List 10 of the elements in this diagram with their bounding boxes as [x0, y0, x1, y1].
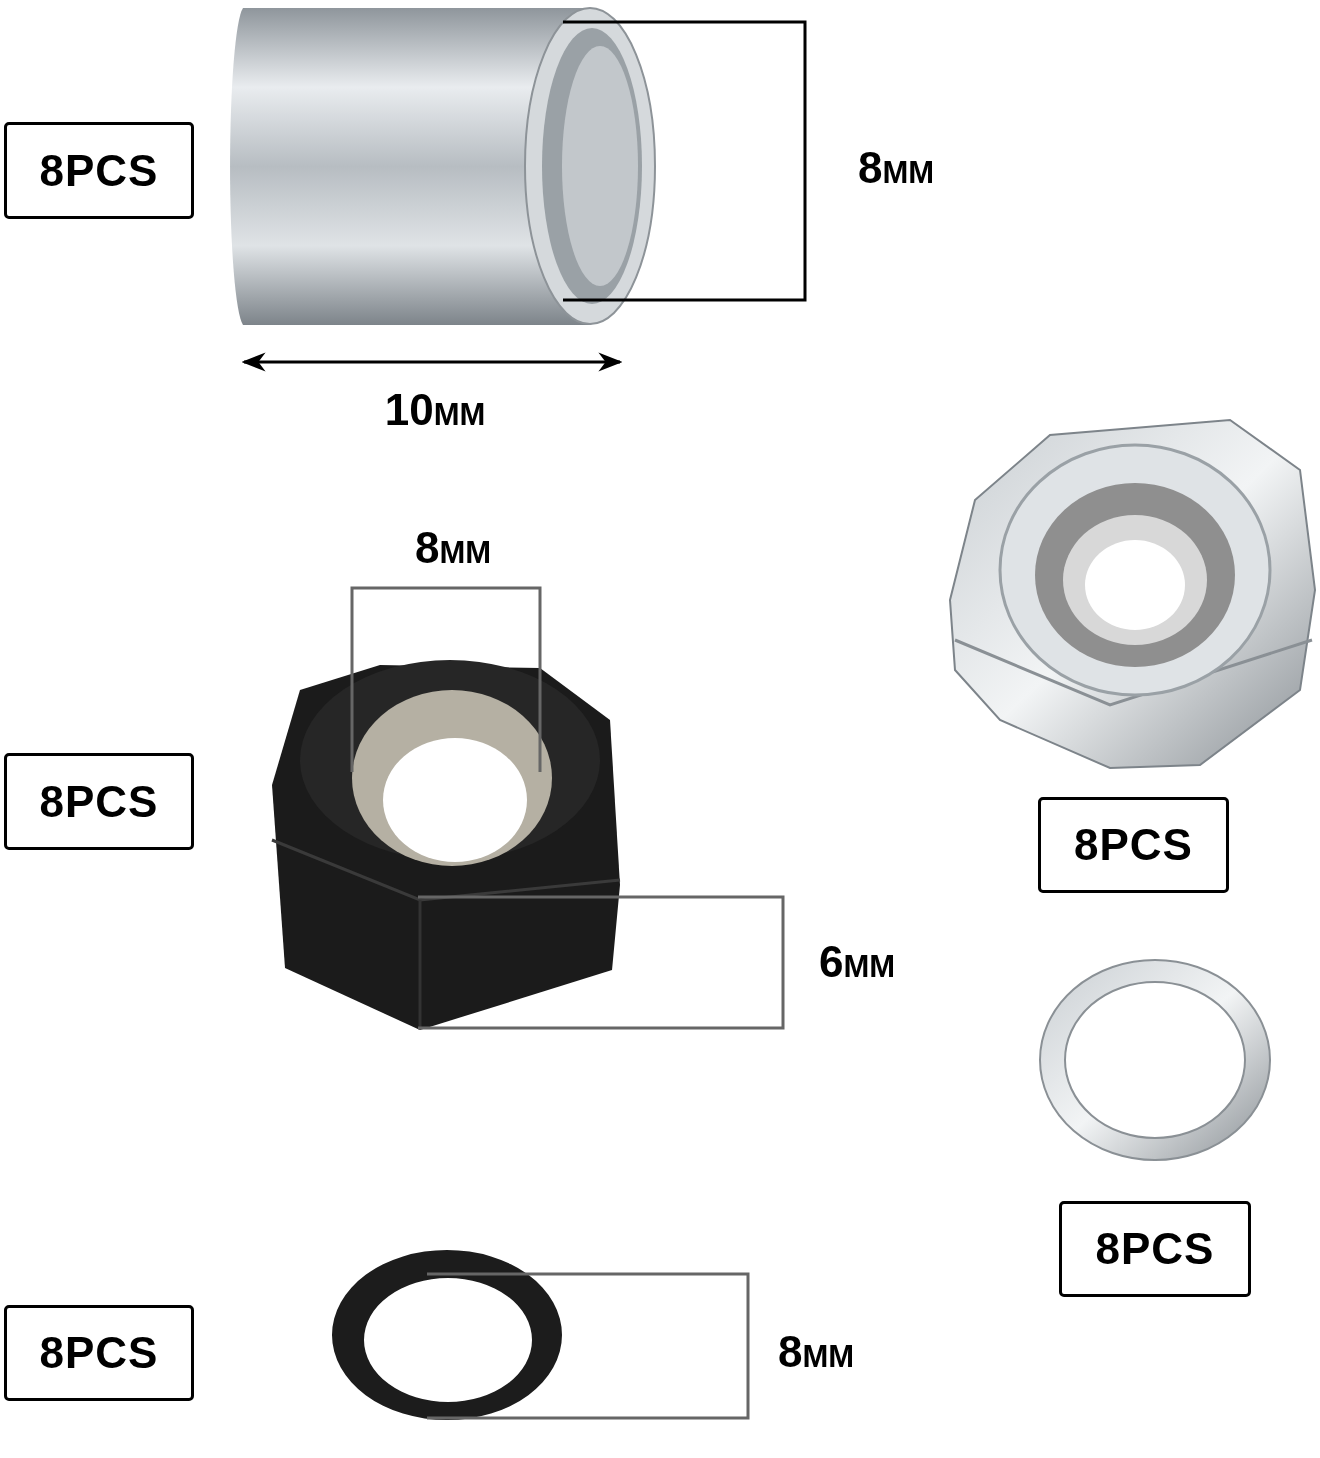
dimension-label: 8mm: [777, 1327, 855, 1377]
dimension-label: 6mm: [818, 937, 896, 987]
dimension-label: 8mm: [414, 523, 492, 573]
quantity-label: 8PCS: [4, 753, 194, 850]
quantity-label: 8PCS: [1059, 1201, 1251, 1297]
quantity-label: 8PCS: [4, 1305, 194, 1401]
quantity-label: 8PCS: [4, 122, 194, 219]
dimension-label: 10mm: [384, 385, 486, 435]
dimension-label: 8mm: [857, 143, 935, 193]
quantity-label: 8PCS: [1038, 797, 1229, 893]
